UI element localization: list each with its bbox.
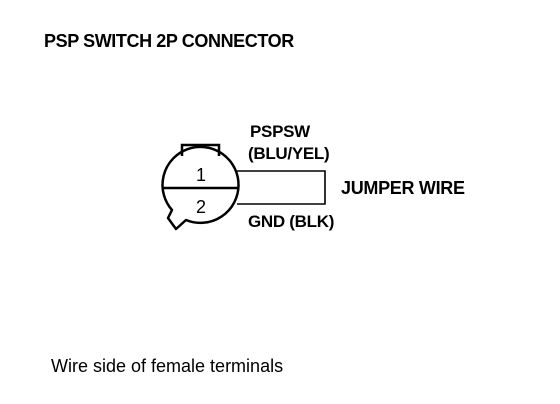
jumper-wire-label: JUMPER WIRE	[341, 178, 465, 198]
terminal-2-label: GND (BLK)	[248, 212, 335, 231]
pin-1-number: 1	[196, 165, 206, 185]
jumper-wire	[237, 170, 326, 205]
connector-lock-tab	[180, 143, 221, 156]
terminal-1-name-label: PSPSW	[250, 122, 310, 141]
diagram-caption: Wire side of female terminals	[51, 356, 284, 376]
pin-2-number: 2	[196, 197, 206, 217]
terminal-1-color-label: (BLU/YEL)	[248, 144, 330, 163]
connector-outline	[161, 145, 240, 231]
diagram-title: PSP SWITCH 2P CONNECTOR	[44, 31, 294, 51]
